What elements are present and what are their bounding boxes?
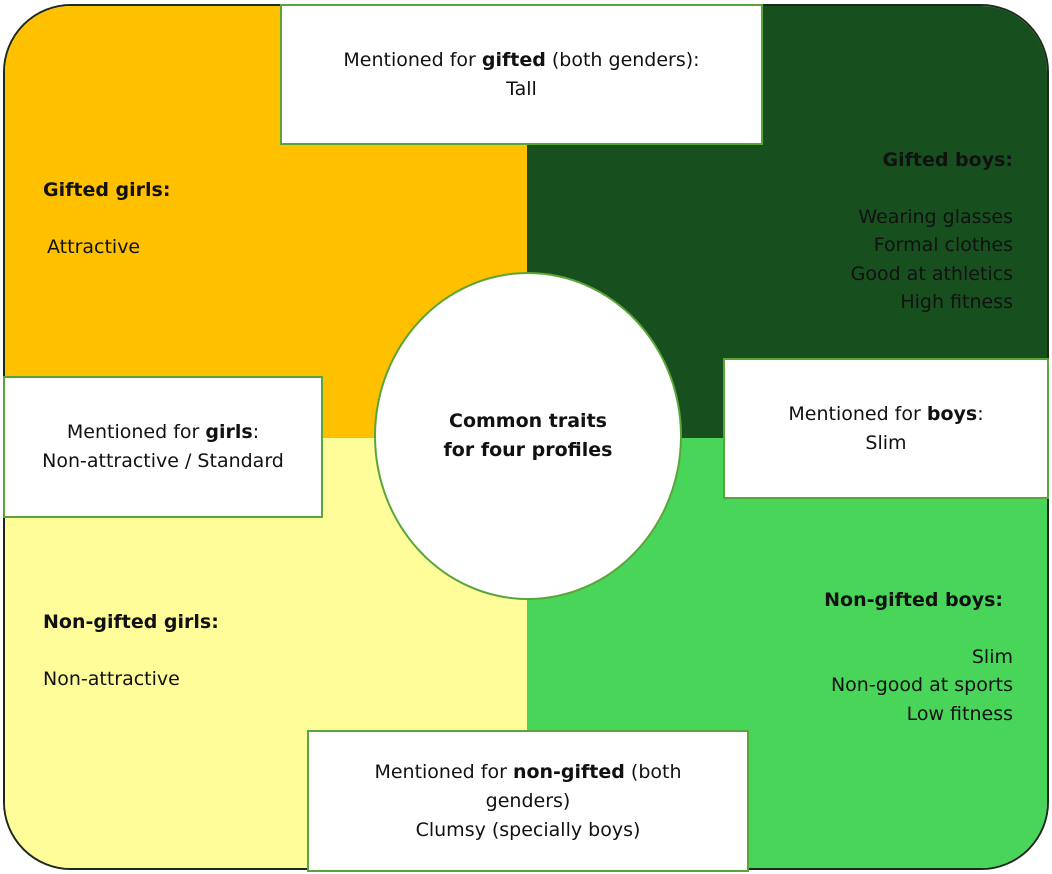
gifted-boys-trait: Formal clothes (873, 234, 1013, 256)
gifted-boys-trait: Good at athletics (850, 262, 1013, 285)
box-boys-prefix: Mentioned for (788, 402, 927, 425)
gifted-boys-trait: High fitness (900, 291, 1013, 313)
box-girls-bold: girls (205, 421, 253, 443)
center-line-2: for four profiles (443, 439, 613, 461)
non-gifted-boys-trait: Non-good at sports (830, 674, 1013, 696)
non-gifted-boys-trait: Low fitness (906, 702, 1013, 725)
non-gifted-boys-title: Non-gifted boys: (824, 589, 1003, 611)
box-gifted-bold: gifted (481, 48, 546, 71)
gifted-girls-trait: Attractive (47, 235, 141, 258)
box-girls-suffix: : (252, 421, 260, 443)
center-line-1: Common traits (449, 410, 607, 432)
box-non-gifted: Mentioned for non-gifted (both genders) … (307, 730, 749, 872)
non-gifted-girls-trait: Non-attractive (43, 667, 180, 690)
box-non-gifted-suffix: (both genders) (485, 760, 682, 812)
gifted-boys-title: Gifted boys: (882, 149, 1013, 171)
box-boys-suffix: : (977, 402, 984, 425)
gifted-boys-trait: Wearing glasses (858, 205, 1013, 228)
box-boys-value: Slim (865, 431, 907, 454)
box-gifted: Mentioned for gifted (both genders): Tal… (280, 4, 763, 145)
box-non-gifted-value: Clumsy (specially boys) (415, 818, 641, 841)
box-gifted-value: Tall (506, 77, 537, 100)
gifted-girls-title: Gifted girls: (43, 179, 171, 201)
non-gifted-boys-trait: Slim (971, 645, 1013, 668)
box-non-gifted-bold: non-gifted (512, 760, 625, 783)
box-non-gifted-prefix: Mentioned for (374, 760, 513, 783)
box-gifted-suffix: (both genders): (545, 48, 700, 71)
box-boys: Mentioned for boys: Slim (723, 358, 1049, 499)
center-circle: Common traits for four profiles (374, 272, 682, 600)
box-gifted-prefix: Mentioned for (343, 48, 482, 71)
box-girls: Mentioned for girls: Non-attractive / St… (3, 376, 323, 518)
box-girls-prefix: Mentioned for (66, 421, 206, 443)
box-boys-bold: boys (926, 402, 978, 425)
box-girls-value: Non-attractive / Standard (42, 450, 284, 472)
non-gifted-girls-title: Non-gifted girls: (43, 611, 219, 633)
